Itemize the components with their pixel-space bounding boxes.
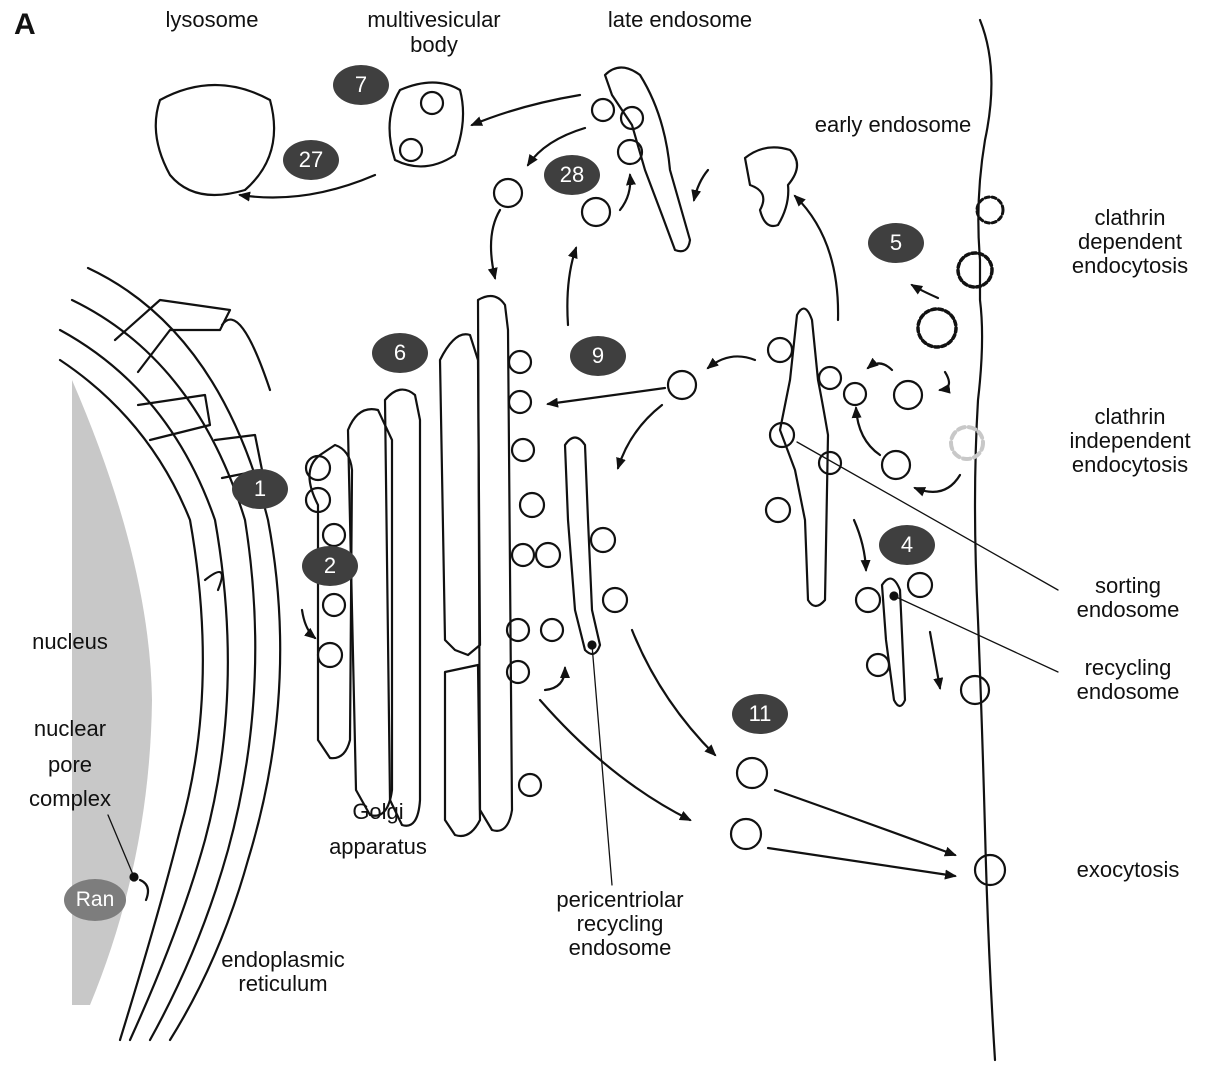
plasma-membrane [975, 20, 995, 1060]
sorting-endosome-label-2: endosome [1077, 598, 1180, 622]
lysosome-label: lysosome [166, 8, 259, 32]
badge-6: 6 [372, 333, 428, 373]
golgi-trans-network [478, 296, 512, 831]
badge-28: 28 [544, 155, 600, 195]
clathrin-dependent-label-1: clathrin [1095, 206, 1166, 230]
pericentriolar-label-1: pericentriolar [556, 888, 683, 912]
golgi-label-2: apparatus [329, 835, 427, 859]
pericentriolar-label-3: endosome [569, 936, 672, 960]
badge-9: 9 [570, 336, 626, 376]
ran-badge: Ran [64, 879, 126, 921]
clathrin-dependent-label-3: endocytosis [1072, 254, 1188, 278]
pericentriolar-endosome-shape [565, 438, 600, 655]
sorting-endosome-label-1: sorting [1095, 574, 1161, 598]
early-endosome-shape [745, 147, 797, 226]
lysosome-shape [156, 85, 274, 195]
clathrin-independent-label-1: clathrin [1095, 405, 1166, 429]
badge-1: 1 [232, 469, 288, 509]
early-endosome-label: early endosome [815, 113, 972, 137]
npc-label-3: complex [29, 787, 111, 811]
er-label-2: reticulum [238, 972, 327, 996]
exocytosis-label: exocytosis [1077, 858, 1180, 882]
badge-4: 4 [879, 525, 935, 565]
golgi-cisterna-4 [440, 334, 480, 655]
badge-5: 5 [868, 223, 924, 263]
pericentriolar-label-2: recycling [577, 912, 664, 936]
clathrin-independent-pit [951, 427, 983, 459]
npc-label-2: pore [48, 753, 92, 777]
clathrin-independent-label-3: endocytosis [1072, 453, 1188, 477]
clathrin-vesicle-2 [918, 309, 956, 347]
recycling-endosome-label-2: endosome [1077, 680, 1180, 704]
golgi-cisterna-3 [385, 390, 420, 826]
exocytosis-pit-1 [961, 676, 989, 704]
panel-label: A [14, 8, 36, 42]
clathrin-vesicle-1 [958, 253, 992, 287]
late-endosome-shape [605, 68, 690, 252]
badge-7: 7 [333, 65, 389, 105]
nucleus-label: nucleus [32, 630, 108, 654]
golgi-label-1: Golgi [352, 800, 403, 824]
er-label-1: endoplasmic [221, 948, 345, 972]
clathrin-independent-label-2: independent [1069, 429, 1190, 453]
recycling-endosome-label-1: recycling [1085, 656, 1172, 680]
clathrin-dependent-label-2: dependent [1078, 230, 1182, 254]
npc-label-1: nuclear [34, 717, 106, 741]
mvb-label-2: body [410, 33, 458, 57]
badge-27: 27 [283, 140, 339, 180]
badge-11: 11 [732, 694, 788, 734]
badge-2: 2 [302, 546, 358, 586]
mvb-label-1: multivesicular [367, 8, 500, 32]
exocytosis-pit-2 [975, 855, 1005, 885]
late-endosome-label: late endosome [608, 8, 752, 32]
clathrin-pit [977, 197, 1003, 223]
